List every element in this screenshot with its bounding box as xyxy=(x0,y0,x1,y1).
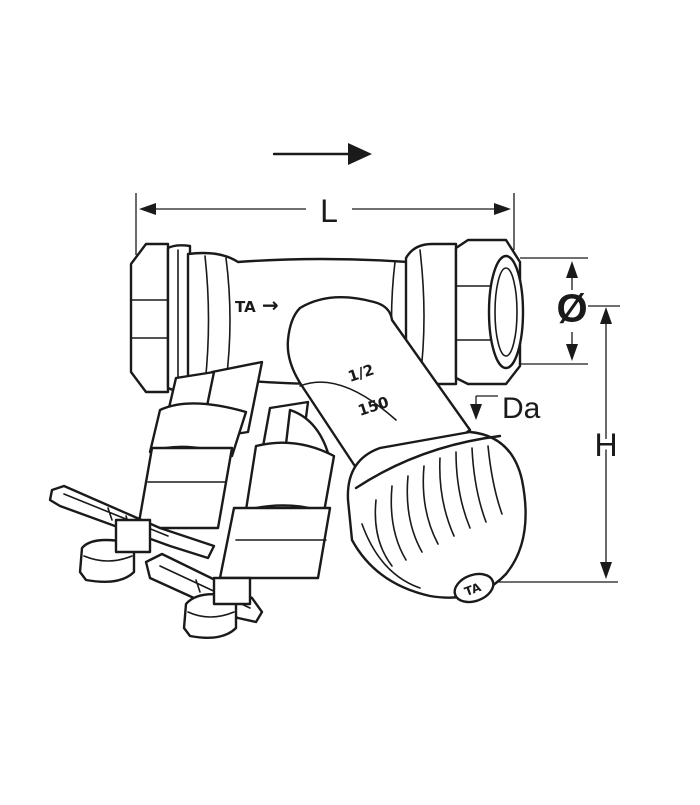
dimension-label-length: L xyxy=(320,193,338,229)
measuring-point-right xyxy=(144,400,336,639)
dimension-label-height: H xyxy=(594,427,617,463)
right-hex-coupling xyxy=(404,238,525,386)
dimension-length: L xyxy=(135,193,515,255)
flow-direction-arrow-icon xyxy=(272,143,372,165)
dimension-height: H xyxy=(498,307,622,583)
flow-marking-arrow-icon: → xyxy=(262,293,279,317)
brand-flow-marking: TA → xyxy=(235,293,279,317)
brand-marking: TA xyxy=(235,298,256,316)
dimension-label-outer-diameter: Da xyxy=(502,392,541,425)
handwheel-knob: TA xyxy=(346,430,527,604)
knob-brand-marking: TA xyxy=(463,580,484,599)
dimension-diameter: Ø xyxy=(520,257,620,365)
dimension-outer-diameter: Da xyxy=(470,392,541,425)
dimension-label-diameter: Ø xyxy=(556,287,587,331)
measuring-point-left xyxy=(48,360,264,583)
left-hex-coupling xyxy=(129,242,192,394)
